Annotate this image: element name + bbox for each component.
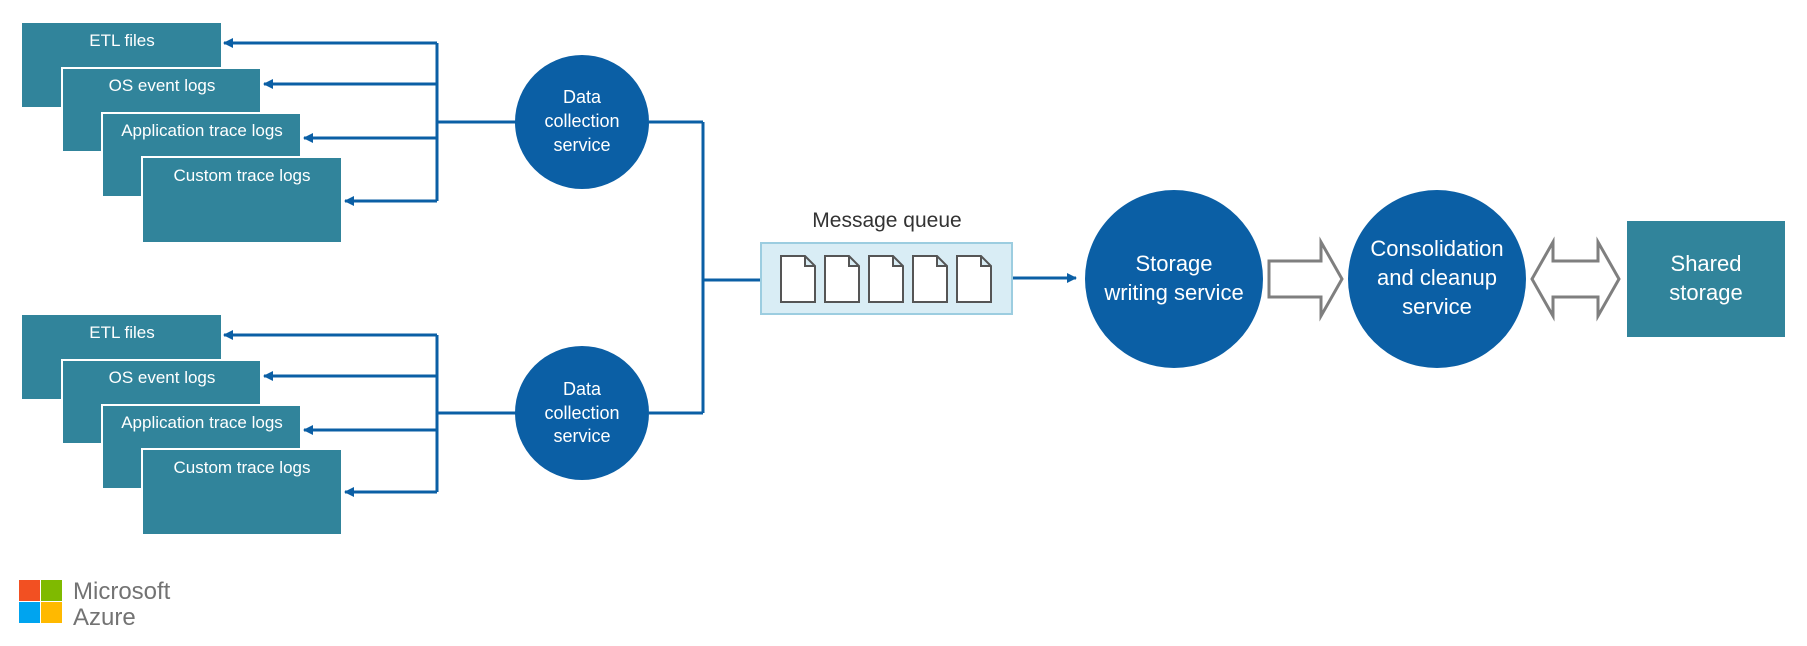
collector-connectors-1	[223, 38, 516, 206]
os-event-logs-label: OS event logs	[109, 76, 216, 95]
log-source-group-1: ETL files OS event logs Application trac…	[22, 23, 343, 244]
custom-trace-logs-box	[141, 448, 343, 536]
shared-storage-label-line1: Shared	[1671, 251, 1742, 276]
document-icon	[868, 255, 904, 303]
consolidation-label-line3: service	[1402, 294, 1472, 319]
storage-writing-service-label-line1: Storage	[1135, 251, 1212, 276]
storage-writing-service-label-line2: writing service	[1103, 280, 1243, 305]
os-event-logs-label: OS event logs	[109, 368, 216, 387]
etl-files-label: ETL files	[89, 323, 155, 342]
custom-trace-logs-label: Custom trace logs	[174, 458, 311, 477]
consolidation-and-cleanup-service	[1348, 190, 1526, 368]
etl-files-label: ETL files	[89, 31, 155, 50]
logo-square-green	[41, 580, 62, 601]
consolidation-label-line2: and cleanup	[1377, 265, 1497, 290]
microsoft-azure-logo: Microsoft Azure	[19, 578, 171, 631]
data-collection-service-1	[515, 55, 649, 189]
document-icon	[956, 255, 992, 303]
data-collection-service-1-label-line3: service	[553, 135, 610, 155]
logo-square-red	[19, 580, 40, 601]
data-collection-service-1-label-line2: collection	[544, 111, 619, 131]
storage-writing-service	[1085, 190, 1263, 368]
hollow-double-arrow	[1530, 236, 1621, 322]
data-collection-service-2-label-line3: service	[553, 426, 610, 446]
message-queue-label: Message queue	[812, 209, 961, 232]
consolidation-label-line1: Consolidation	[1370, 236, 1503, 261]
log-source-group-2: ETL files OS event logs Application trac…	[22, 315, 343, 536]
merge-connectors	[649, 120, 1077, 415]
application-trace-logs-label: Application trace logs	[121, 121, 283, 140]
shared-storage	[1627, 221, 1785, 337]
data-collection-service-2-label-line1: Data	[563, 379, 602, 399]
logo-text-azure: Azure	[73, 604, 136, 631]
document-icon	[780, 255, 816, 303]
logo-text-microsoft: Microsoft	[73, 578, 171, 605]
data-collection-service-1-label-line1: Data	[563, 87, 602, 107]
logo-square-blue	[19, 602, 40, 623]
custom-trace-logs-label: Custom trace logs	[174, 166, 311, 185]
queue-messages	[780, 255, 992, 303]
application-trace-logs-label: Application trace logs	[121, 413, 283, 432]
data-collection-service-2-label-line2: collection	[544, 403, 619, 423]
logo-square-yellow	[41, 602, 62, 623]
shared-storage-label-line2: storage	[1669, 280, 1742, 305]
hollow-arrow-right	[1267, 236, 1344, 322]
document-icon	[912, 255, 948, 303]
document-icon	[824, 255, 860, 303]
data-collection-service-2	[515, 346, 649, 480]
custom-trace-logs-box	[141, 156, 343, 244]
collector-connectors-2	[223, 330, 516, 497]
